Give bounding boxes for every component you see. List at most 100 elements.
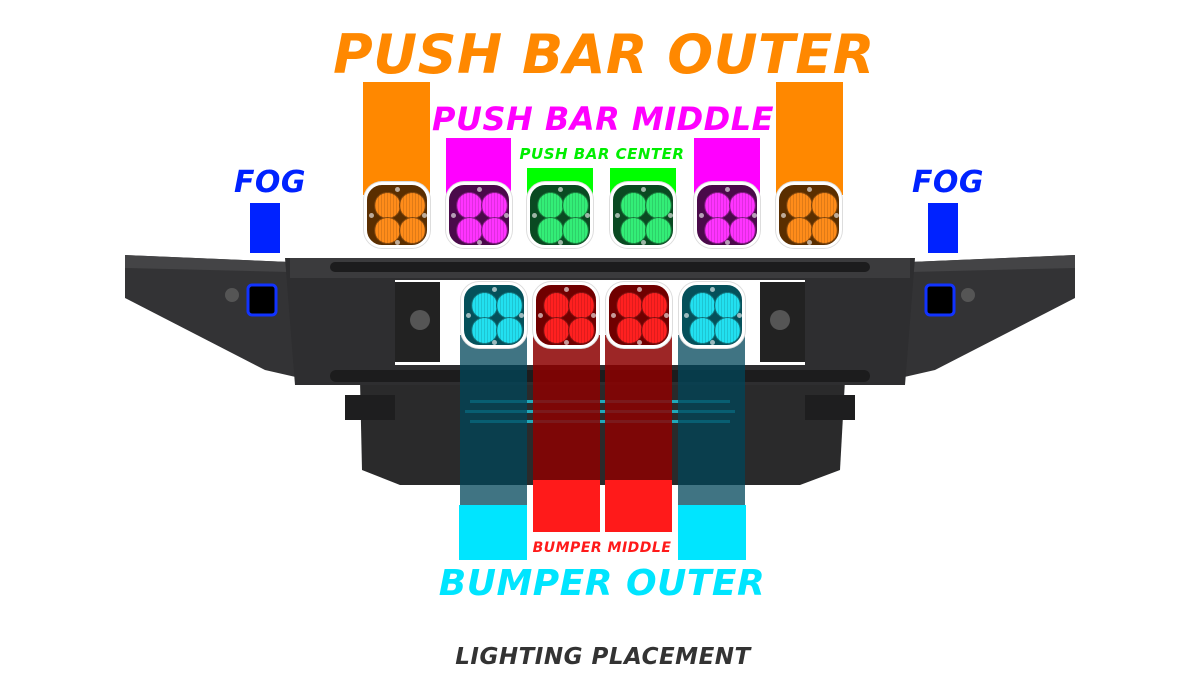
left-wing bbox=[125, 255, 300, 378]
lens-pod bbox=[456, 217, 483, 244]
mount-bolt bbox=[532, 213, 537, 218]
bumper-light-1 bbox=[461, 282, 527, 348]
lens-pod bbox=[729, 192, 756, 219]
lens-pod bbox=[481, 217, 508, 244]
lens-pod bbox=[704, 192, 731, 219]
mount-bolt bbox=[369, 213, 374, 218]
lens-pod bbox=[714, 292, 741, 319]
mount-bolt bbox=[477, 187, 482, 192]
right-mount bbox=[805, 395, 855, 420]
lens-pod bbox=[537, 192, 564, 219]
bumper-middle-column-left bbox=[533, 335, 600, 480]
mount-bolt bbox=[699, 213, 704, 218]
mount-bolt bbox=[637, 340, 642, 345]
push-bar-light-3 bbox=[527, 182, 593, 248]
lens-pod bbox=[645, 192, 672, 219]
bumper-middle-label: BUMPER MIDDLE bbox=[532, 540, 672, 556]
lens-pod bbox=[811, 192, 838, 219]
mount-bolt bbox=[737, 313, 742, 318]
lens-pod bbox=[689, 292, 716, 319]
push-bar-middle-label: PUSH BAR MIDDLE bbox=[432, 100, 774, 138]
push-bar-tube bbox=[330, 262, 870, 272]
lens-pod bbox=[786, 192, 813, 219]
mount-bolt bbox=[668, 213, 673, 218]
bumper-middle-column-right bbox=[605, 335, 672, 480]
mount-bolt bbox=[807, 240, 812, 245]
bumper-outer-bar-right bbox=[678, 505, 746, 560]
mount-bolt bbox=[684, 313, 689, 318]
bumper-light-2 bbox=[533, 282, 599, 348]
mount-bolt bbox=[558, 240, 563, 245]
lens-pod bbox=[714, 317, 741, 344]
lens-pod bbox=[568, 317, 595, 344]
left-mount bbox=[345, 395, 395, 420]
mount-bolt bbox=[641, 240, 646, 245]
mount-bolt bbox=[538, 313, 543, 318]
lens-pod bbox=[616, 292, 643, 319]
mount-bolt bbox=[752, 213, 757, 218]
lens-pod bbox=[568, 292, 595, 319]
lens-pod bbox=[786, 217, 813, 244]
push-bar-light-5 bbox=[694, 182, 760, 248]
bumper-outer-bar-left bbox=[459, 505, 527, 560]
lens-pod bbox=[562, 217, 589, 244]
lens-pod bbox=[471, 317, 498, 344]
right-wing bbox=[900, 255, 1075, 378]
lens-pod bbox=[543, 292, 570, 319]
mount-bolt bbox=[564, 287, 569, 292]
mount-bolt bbox=[807, 187, 812, 192]
mount-bolt bbox=[725, 240, 730, 245]
lens-pod bbox=[374, 192, 401, 219]
mount-bolt bbox=[637, 287, 642, 292]
mount-bolt bbox=[504, 213, 509, 218]
lens-pod bbox=[456, 192, 483, 219]
lens-pod bbox=[729, 217, 756, 244]
bumper-outer-column-left bbox=[460, 335, 527, 505]
bumper-middle-bar-left bbox=[533, 480, 600, 532]
fog-housing-left bbox=[246, 283, 278, 317]
bumper-light-3 bbox=[606, 282, 672, 348]
push-bar-light-4 bbox=[610, 182, 676, 248]
skid-plate bbox=[360, 380, 845, 485]
bumper-outer-column-right bbox=[678, 335, 745, 505]
mount-bolt bbox=[558, 187, 563, 192]
push-bar-light-2 bbox=[446, 182, 512, 248]
mount-bolt bbox=[725, 187, 730, 192]
lens-pod bbox=[620, 217, 647, 244]
bumper-outer-label: BUMPER OUTER bbox=[438, 563, 766, 604]
lens-pod bbox=[641, 317, 668, 344]
bumper-middle-bar-right bbox=[605, 480, 672, 532]
mount-bolt bbox=[664, 313, 669, 318]
mount-bolt bbox=[591, 313, 596, 318]
fog-label-left: FOG bbox=[233, 165, 307, 200]
fog-bar-left bbox=[250, 203, 280, 253]
fog-housing-right bbox=[924, 283, 956, 317]
mount-bolt bbox=[710, 287, 715, 292]
lens-pod bbox=[811, 217, 838, 244]
mount-bolt bbox=[395, 187, 400, 192]
mount-bolt bbox=[585, 213, 590, 218]
mount-bolt bbox=[422, 213, 427, 218]
lens-pod bbox=[641, 292, 668, 319]
grille bbox=[465, 400, 735, 423]
lens-pod bbox=[689, 317, 716, 344]
mount-bolt bbox=[611, 313, 616, 318]
push-bar-light-1 bbox=[364, 182, 430, 248]
mount-bolt bbox=[466, 313, 471, 318]
push-bar-outer-bar-left bbox=[363, 82, 430, 195]
mount-bolt bbox=[492, 340, 497, 345]
mount-bolt bbox=[641, 187, 646, 192]
mount-bolt bbox=[519, 313, 524, 318]
lens-pod bbox=[399, 217, 426, 244]
lens-pod bbox=[481, 192, 508, 219]
fog-bar-right bbox=[928, 203, 958, 253]
mount-bolt bbox=[564, 340, 569, 345]
push-bar-light-6 bbox=[776, 182, 842, 248]
push-bar-outer-label: PUSH BAR OUTER bbox=[333, 23, 875, 86]
fog-label-right: FOG bbox=[911, 165, 985, 200]
mount-bolt bbox=[492, 287, 497, 292]
bumper-light-4 bbox=[679, 282, 745, 348]
push-bar-outer-bar-right bbox=[776, 82, 843, 195]
lens-pod bbox=[537, 217, 564, 244]
lens-pod bbox=[496, 317, 523, 344]
